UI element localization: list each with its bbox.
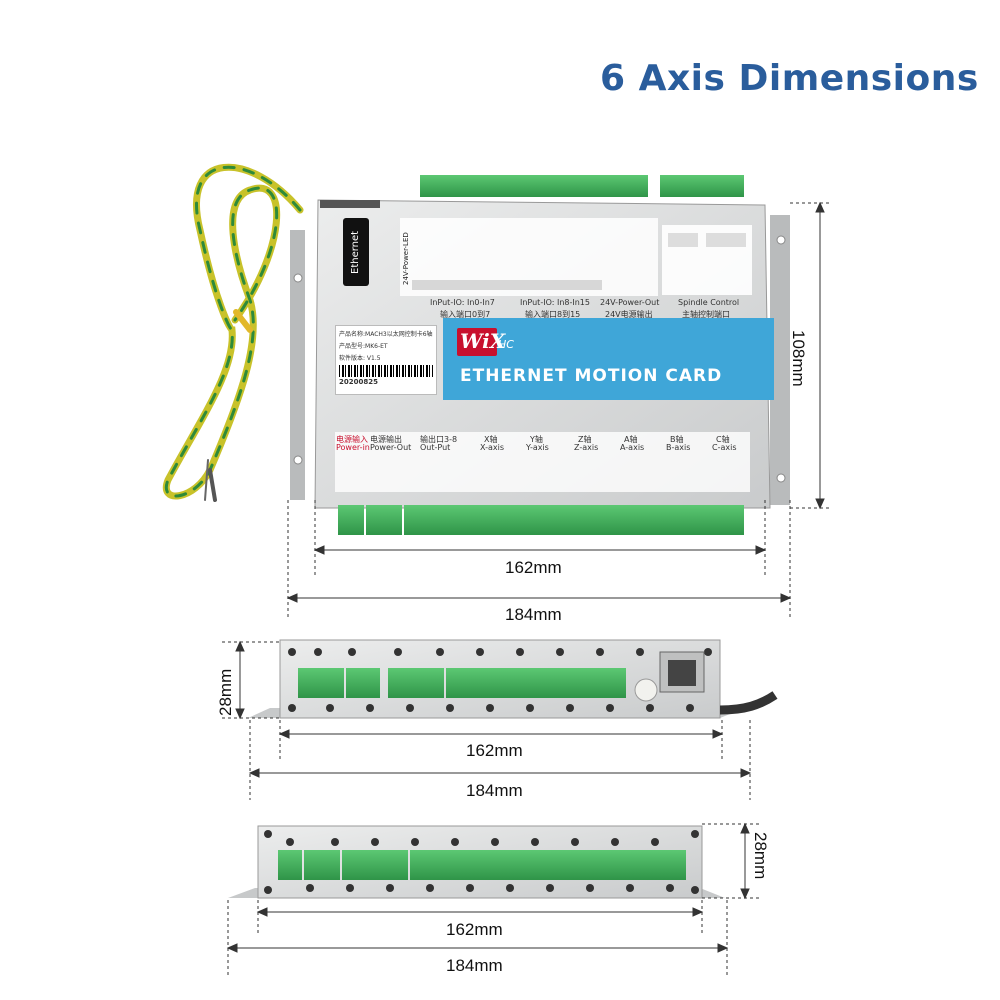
mid-vent-holes xyxy=(288,648,712,712)
ethernet-cable xyxy=(719,691,778,715)
z-axis-cn-label: Z轴 xyxy=(578,435,592,444)
sticker-line-2: 产品型号:MK6-ET xyxy=(339,343,388,350)
right-flange xyxy=(770,215,790,505)
c-axis-label: C-axis xyxy=(712,443,737,452)
y-axis-cn-label: Y轴 xyxy=(530,435,543,444)
power-in-label: Power-in xyxy=(336,443,370,452)
spindle-label: Spindle Control xyxy=(678,298,740,307)
top-outer-width-dimension: 184mm xyxy=(505,605,562,624)
mid-outer-width-dimension: 184mm xyxy=(466,781,523,800)
out-put-cn-label: 输出口3-8 xyxy=(420,435,458,444)
power-out-label: 24V-Power-Out xyxy=(600,298,660,307)
brand-logo-box xyxy=(457,328,497,356)
z-axis-label: Z-axis xyxy=(574,443,599,452)
top-height-dimension: 108mm xyxy=(789,330,808,387)
x-axis-label: X-axis xyxy=(480,443,504,452)
barcode xyxy=(339,365,433,377)
input-b-cn-label: 输入端口8到15 xyxy=(525,310,581,319)
brand-logo-sub: HC xyxy=(498,338,514,351)
bottom-side-terminals xyxy=(278,850,686,880)
sticker-line-3: 软件版本: V1.5 xyxy=(339,355,381,362)
x-axis-cn-label: X轴 xyxy=(484,435,498,444)
b-axis-label: B-axis xyxy=(666,443,691,452)
top-inner-width-dimension: 162mm xyxy=(505,558,562,577)
bottom-vent-holes xyxy=(264,830,699,894)
input-a-label: InPut-IO: In0-In7 xyxy=(430,298,495,307)
bottom-terminals xyxy=(338,505,744,535)
out-put-label: Out-Put xyxy=(420,443,451,452)
banner-title: ETHERNET MOTION CARD xyxy=(460,366,723,386)
input-b-label: InPut-IO: In8-In15 xyxy=(520,298,590,307)
bottom-inner-width-dimension: 162mm xyxy=(446,920,503,939)
ethernet-tag xyxy=(343,218,369,286)
top-dimension-lines xyxy=(286,201,830,620)
mid-height-dimension: 28mm xyxy=(216,668,235,716)
power-in-cn-label: 电源输入 xyxy=(336,435,368,444)
c-axis-cn-label: C轴 xyxy=(716,435,730,444)
bottom-outer-width-dimension: 184mm xyxy=(446,956,503,975)
a-axis-label: A-axis xyxy=(620,443,645,452)
bottom-dimension-lines xyxy=(226,822,760,975)
top-terminals xyxy=(420,175,744,197)
mid-inner-width-dimension: 162mm xyxy=(466,741,523,760)
brand-logo: WiX xyxy=(460,329,506,353)
y-axis-label: Y-axis xyxy=(526,443,549,452)
mid-dimension-lines xyxy=(222,640,752,800)
spindle-cn-label: 主轴控制端口 xyxy=(682,310,730,319)
mid-sticker xyxy=(634,678,658,702)
sticker-line-1: 产品名称:MACH3以太网控制卡6轴 xyxy=(339,331,433,338)
a-axis-cn-label: A轴 xyxy=(624,435,638,444)
sticker-serial: 20200825 xyxy=(339,378,378,386)
output-label-panel xyxy=(335,432,750,492)
input-a-cn-label: 输入端口0到7 xyxy=(440,310,491,319)
power-out-bottom-label: Power-Out xyxy=(370,443,412,452)
ethernet-label: Ethernet xyxy=(350,230,361,274)
left-flange xyxy=(290,230,305,500)
power-out-cn-bottom-label: 电源输出 xyxy=(370,435,402,444)
page-title: 6 Axis Dimensions xyxy=(600,58,979,99)
bottom-height-dimension: 28mm xyxy=(751,832,770,880)
mid-terminals xyxy=(298,668,626,698)
ground-wire xyxy=(162,163,304,502)
b-axis-cn-label: B轴 xyxy=(670,435,684,444)
power-out-cn-label: 24V电源输出 xyxy=(605,310,653,319)
product-sticker: 产品名称:MACH3以太网控制卡6轴 产品型号:MK6-ET 软件版本: V1.… xyxy=(335,325,437,395)
product-banner xyxy=(443,318,774,400)
power-led-label: 24V-Power-LED xyxy=(402,232,410,285)
